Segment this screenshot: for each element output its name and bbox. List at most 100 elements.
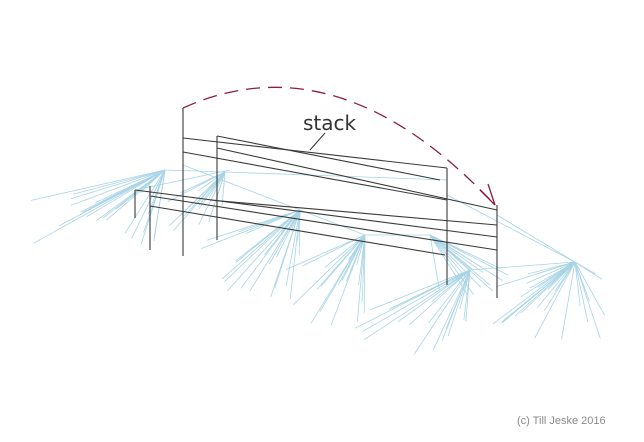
tree-branch [221, 171, 226, 206]
tree-branch [296, 209, 301, 241]
tree-branch [465, 269, 471, 322]
tree-branch [370, 269, 471, 311]
tree-branch [197, 171, 226, 208]
tree-branch [70, 169, 166, 200]
tree-branch [534, 261, 576, 339]
tree-branch [574, 261, 589, 322]
tree-branch [536, 261, 576, 308]
tree-branch [182, 164, 301, 211]
stack-frame-lines [134, 108, 498, 298]
tree-branch [527, 261, 576, 275]
tree-branch [346, 234, 366, 282]
tree-branch [469, 261, 576, 271]
tree-branch [197, 171, 226, 192]
tree-branch [492, 261, 576, 325]
tree-branch [432, 269, 471, 351]
tree-branch [224, 171, 448, 181]
tree-branch [70, 169, 166, 206]
tree-branch [72, 169, 166, 195]
tree-branch [501, 261, 576, 322]
tree-branch [245, 209, 301, 234]
tree-branch [285, 209, 301, 286]
tree-branch [496, 214, 576, 263]
tree-branch [274, 209, 301, 289]
tree-branch [354, 269, 471, 329]
arrowhead-icon [479, 183, 496, 206]
tree-branch [275, 209, 301, 258]
tree-branch [429, 234, 440, 291]
tree-branch [429, 234, 502, 270]
tree-branch [235, 209, 301, 264]
tree-branch [397, 269, 471, 323]
tree-branch [526, 261, 576, 284]
tree-branch [310, 234, 366, 324]
tree-branch [574, 261, 590, 301]
stack-arc-arrow [182, 86, 496, 206]
tree-branch [58, 169, 166, 227]
tree-branch [290, 209, 301, 232]
dashed-arc [182, 86, 496, 206]
tree-branch [362, 269, 471, 332]
frame-edge [209, 199, 498, 226]
frame-edge [149, 195, 498, 251]
tree-branch [227, 209, 301, 292]
tree-branch [574, 261, 581, 307]
tree-branch [356, 234, 366, 322]
tree-branch [363, 269, 471, 341]
tree-branch [298, 209, 301, 256]
tree-branch [124, 169, 166, 234]
tree-branch [520, 261, 576, 298]
frame-edge [182, 137, 448, 169]
tree-branch [106, 169, 166, 221]
tree-branch [574, 261, 601, 339]
tree-branch [447, 269, 471, 337]
tree-branch [198, 171, 226, 225]
frame-edge [134, 189, 498, 238]
tree-branch [285, 234, 366, 270]
stack-label: stack [303, 111, 357, 135]
tree-branch [221, 209, 301, 280]
tree-branch [337, 234, 366, 286]
tree-branch [143, 169, 166, 233]
tree-branch [363, 234, 366, 313]
copyright-notice: (c) Till Jeske 2016 [517, 415, 606, 427]
tree-branch [428, 269, 471, 324]
tree-branch [441, 269, 471, 341]
tree-branch [431, 269, 471, 302]
tree-branch [520, 261, 576, 314]
light-blue-tree-lines [31, 164, 605, 355]
tree-branch [164, 169, 226, 173]
tree-branch [115, 169, 166, 210]
frame-edge [149, 205, 446, 256]
tree-branch [554, 261, 576, 292]
tree-branch [33, 169, 166, 244]
tree-branch [574, 261, 605, 316]
tree-branch [320, 234, 366, 287]
tree-branch [409, 269, 471, 325]
tree-branch [459, 269, 471, 310]
tree-branch [240, 209, 301, 289]
tree-branch [131, 169, 166, 239]
tree-branch [361, 234, 366, 303]
tree-branch [429, 234, 482, 288]
tree-branch [413, 269, 471, 355]
tree-branch [299, 209, 366, 236]
tree-branch [31, 169, 166, 201]
tree-branch [207, 209, 301, 241]
tree-branch [173, 171, 226, 231]
tree-branch [429, 234, 483, 268]
frame-edge [182, 151, 448, 201]
tree-branch [153, 169, 166, 241]
tree-branch [180, 171, 226, 194]
frame-edge [216, 147, 498, 211]
tree-branch [356, 234, 366, 265]
tree-branch [293, 234, 366, 305]
tree-branch [249, 209, 301, 292]
tree-branch [224, 209, 301, 282]
tree-branch [574, 261, 596, 275]
tree-branch [86, 169, 166, 218]
label-leader-line [309, 132, 326, 151]
frame-edge [216, 135, 441, 181]
